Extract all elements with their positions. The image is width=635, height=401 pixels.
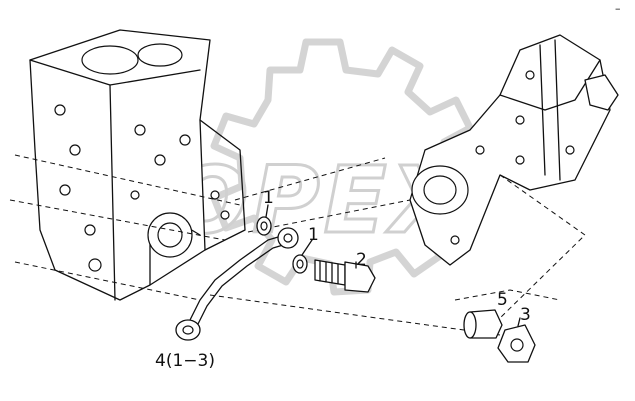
fitting <box>497 324 536 363</box>
callout-5: 5 <box>497 290 508 310</box>
leader-lines <box>9 154 586 336</box>
engine-block <box>29 29 246 301</box>
bracket-housing <box>409 34 619 266</box>
corner-mark: – <box>615 2 621 15</box>
callout-3: 3 <box>520 305 531 325</box>
callout-leaders <box>265 204 521 327</box>
callout-1-lower: 1 <box>308 225 319 245</box>
sleeve <box>463 309 503 339</box>
callout-2: 2 <box>356 250 367 270</box>
banjo-bolt <box>314 259 376 293</box>
callout-4: 4(1−3) <box>155 351 215 371</box>
callout-1-upper: 1 <box>263 188 274 208</box>
pipe-assembly <box>175 227 299 341</box>
washers <box>256 216 308 274</box>
